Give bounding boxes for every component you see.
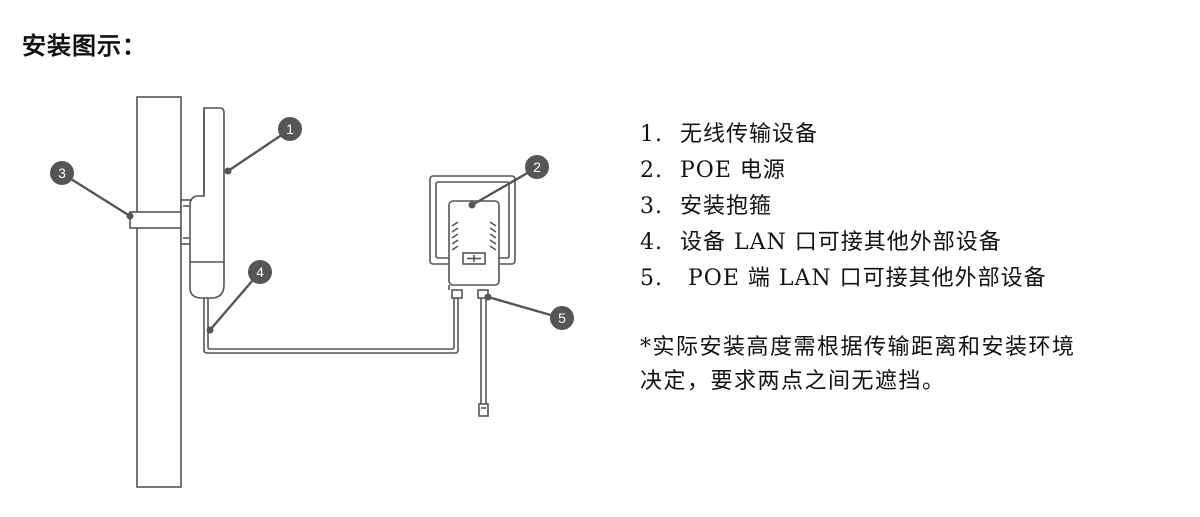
legend-item: 3.安装抱箍 (640, 194, 773, 219)
wireless-device (189, 107, 225, 299)
rj45-plug (478, 403, 489, 417)
installation-diagram: 1 2 3 4 5 (50, 96, 574, 488)
note-line-1: *实际安装高度需根据传输距离和安装环境 (640, 335, 1076, 360)
page-title: 安装图示： (22, 32, 147, 60)
callout-1: 1 (278, 117, 302, 141)
poe-power-unit (448, 200, 500, 286)
svg-text:3: 3 (58, 165, 66, 181)
legend-item: 5. POE 端 LAN 口可接其他外部设备 (640, 266, 1047, 291)
legend-item: 1.无线传输设备 (640, 122, 819, 147)
callout-2: 2 (525, 155, 549, 179)
device-cable (203, 296, 459, 354)
mounting-pole (136, 96, 182, 488)
callout-3: 3 (50, 161, 74, 185)
legend-item: 2.POE 电源 (640, 158, 786, 183)
component-legend: 1.无线传输设备 2.POE 电源 3.安装抱箍 4.设备 LAN 口可接其他外… (640, 117, 1047, 297)
poe-port-lan (451, 289, 463, 299)
svg-text:5: 5 (558, 310, 566, 326)
svg-text:4: 4 (256, 264, 264, 280)
svg-text:1: 1 (286, 121, 294, 137)
installation-note: *实际安装高度需根据传输距离和安装环境 决定，要求两点之间无遮挡。 (640, 331, 1180, 399)
callout-5: 5 (550, 306, 574, 330)
note-line-2: 决定，要求两点之间无遮挡。 (640, 369, 946, 394)
svg-text:2: 2 (533, 159, 541, 175)
callout-4: 4 (248, 260, 272, 284)
external-cable (480, 298, 487, 404)
legend-item: 4.设备 LAN 口可接其他外部设备 (640, 230, 1002, 255)
